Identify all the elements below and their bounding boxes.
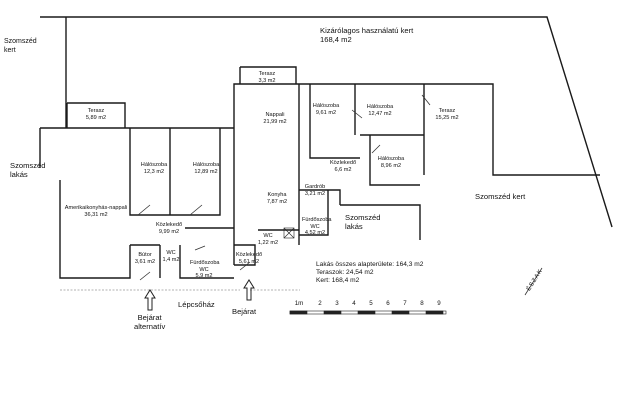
garden-boundary bbox=[40, 16, 613, 228]
interior-walls bbox=[59, 84, 425, 279]
scale-label: 7 bbox=[403, 300, 407, 307]
outer-wall bbox=[39, 83, 600, 265]
entrance-main-arrow bbox=[243, 279, 255, 301]
scale-label: 2 bbox=[318, 300, 322, 307]
summary-total: Lakás összes alapterülete: 164,3 m2 bbox=[316, 261, 424, 268]
left-terrace bbox=[66, 102, 126, 128]
stairwell-label: Lépcsőház bbox=[178, 300, 215, 309]
scale-label: 1m bbox=[294, 300, 304, 307]
entrance-main-label: Bejárat bbox=[232, 307, 257, 316]
scale-label: 6 bbox=[386, 300, 390, 307]
scale-label: 4 bbox=[352, 300, 356, 307]
scale-label: 5 bbox=[369, 300, 373, 307]
summary-garden: Kert: 168,4 m2 bbox=[316, 277, 360, 285]
stairwell-wall bbox=[60, 227, 300, 291]
doors bbox=[137, 94, 431, 281]
top-terrace-wall bbox=[239, 66, 297, 84]
neighbor-garden-right-label: Szomszéd kert bbox=[475, 192, 526, 201]
scale-label: 3 bbox=[335, 300, 339, 307]
scale-label: 8 bbox=[420, 300, 424, 307]
scale-label: 9 bbox=[437, 300, 441, 307]
area-summary: Lakás összes alapterülete: 164,3 m2 Tera… bbox=[316, 261, 423, 286]
entrance-alt-arrow bbox=[144, 289, 156, 311]
summary-terraces: Teraszok: 24,54 m2 bbox=[316, 269, 374, 277]
north-arrow bbox=[524, 267, 543, 296]
scale-bar bbox=[289, 310, 447, 315]
